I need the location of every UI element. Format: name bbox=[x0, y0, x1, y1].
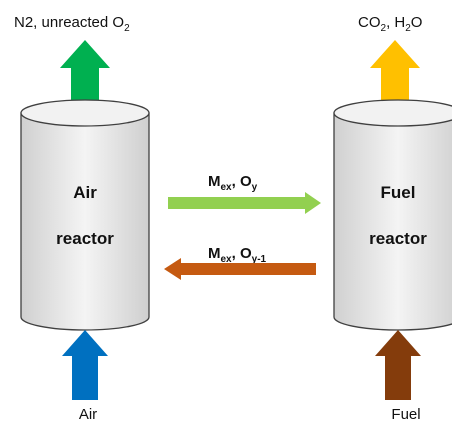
air-reactor-cylinder bbox=[20, 99, 150, 331]
fuel-inlet-arrow bbox=[375, 330, 421, 400]
oxidized-carrier-label: Mex, Oy bbox=[208, 173, 258, 193]
outlet-arrow-green bbox=[60, 40, 110, 112]
fuel-reactor-label-line2: reactor bbox=[369, 229, 427, 248]
fuel-reactor-cylinder bbox=[333, 99, 452, 331]
air-inlet-label: Air bbox=[79, 406, 97, 423]
air-reactor-label-line1: Air bbox=[73, 183, 97, 202]
air-reactor-label-line2: reactor bbox=[56, 229, 114, 248]
fuel-inlet-label: Fuel bbox=[391, 406, 420, 423]
carrier-to-fuel-reactor-arrow bbox=[168, 192, 321, 214]
air-reactor-outlet-label: N2, unreacted O2 bbox=[14, 14, 130, 34]
air-inlet-arrow bbox=[62, 330, 108, 400]
carrier-to-air-reactor-arrow bbox=[164, 258, 316, 280]
fuel-reactor-outlet-label: CO2, H2O bbox=[358, 14, 422, 34]
reduced-carrier-label: Mex, Oy-1 bbox=[208, 245, 267, 265]
fuel-reactor-label-line1: Fuel bbox=[381, 183, 416, 202]
outlet-arrow-yellow bbox=[370, 40, 420, 112]
